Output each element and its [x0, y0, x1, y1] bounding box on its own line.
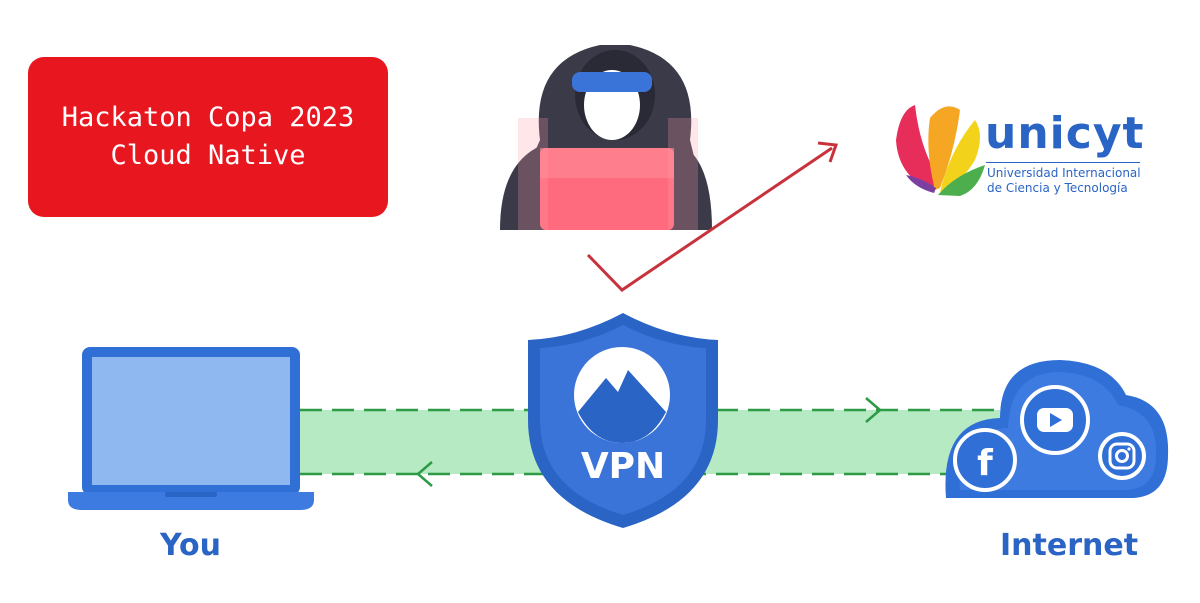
- vpn-label: VPN: [580, 446, 666, 487]
- logo-subtitle-line1: Universidad Internacional: [987, 166, 1141, 180]
- hack-attempt-line: [586, 146, 833, 292]
- banner-title-line1: Hackaton Copa 2023: [61, 102, 355, 133]
- vpn-shield-icon: [528, 313, 718, 528]
- svg-text:f: f: [977, 443, 993, 484]
- internet-label: Internet: [1000, 528, 1139, 563]
- hacker-icon: [500, 45, 712, 230]
- arrow-right-icon: [865, 397, 882, 423]
- hack-arrow-head-icon: [817, 141, 839, 163]
- instagram-icon: [1098, 432, 1146, 480]
- hackathon-banner: Hackaton Copa 2023 Cloud Native: [28, 57, 388, 217]
- unicyt-logo-icon: [896, 105, 985, 196]
- logo-name: unicyt: [985, 108, 1145, 159]
- youtube-icon: [1020, 385, 1090, 455]
- facebook-icon: f: [953, 428, 1017, 492]
- arrow-left-icon: [416, 461, 433, 487]
- logo-divider: [986, 162, 1140, 163]
- banner-title-line2: Cloud Native: [110, 140, 306, 171]
- logo-subtitle-line2: de Ciencia y Tecnología: [987, 181, 1128, 195]
- you-label: You: [160, 528, 221, 563]
- laptop-icon: [68, 347, 314, 510]
